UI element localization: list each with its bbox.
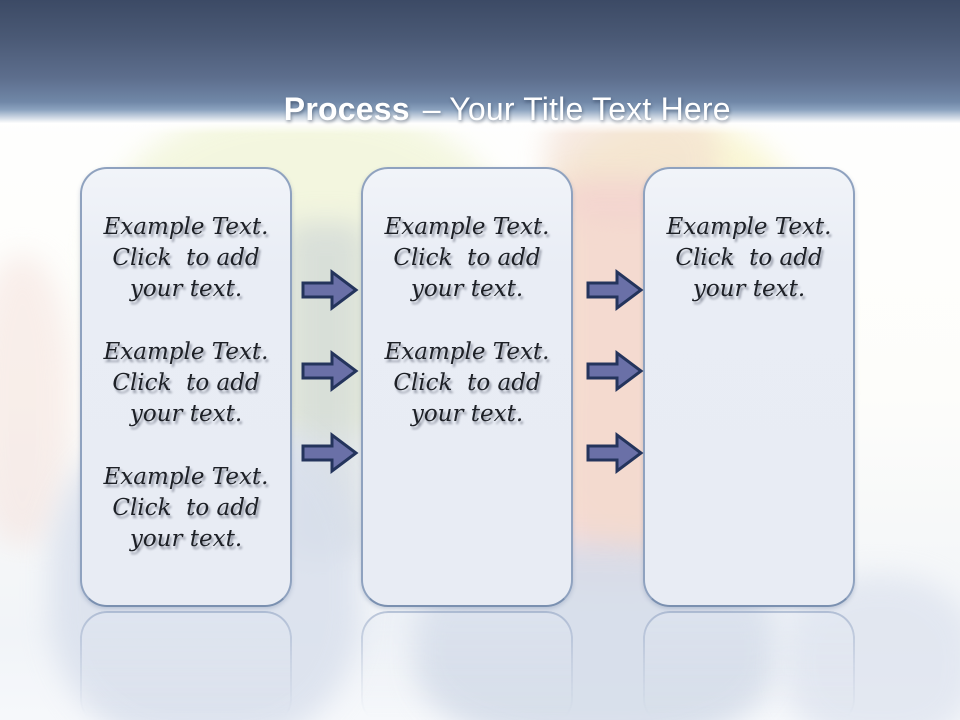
arrow-right-icon bbox=[586, 432, 644, 474]
background-photo-arm bbox=[0, 255, 70, 545]
slide-header-band: Process – Your Title Text Here bbox=[0, 0, 960, 134]
arrow-right-icon bbox=[586, 269, 644, 311]
box-reflection bbox=[643, 611, 855, 720]
slide-title-rest: – Your Title Text Here bbox=[422, 91, 731, 127]
placeholder-text[interactable]: Example Text. Click to add your text. bbox=[384, 214, 550, 302]
box-reflection bbox=[80, 611, 292, 720]
process-box-1-content: Example Text. Click to add your text. Ex… bbox=[82, 169, 290, 555]
placeholder-text[interactable]: Example Text. Click to add your text. bbox=[103, 214, 269, 302]
process-box-3[interactable]: Example Text. Click to add your text. bbox=[643, 167, 855, 607]
arrow-right-icon bbox=[301, 432, 359, 474]
slide-title[interactable]: Process – Your Title Text Here bbox=[0, 52, 960, 166]
process-box-3-content: Example Text. Click to add your text. bbox=[645, 169, 853, 305]
process-box-2[interactable]: Example Text. Click to add your text. Ex… bbox=[361, 167, 573, 607]
box-reflection bbox=[361, 611, 573, 720]
process-box-2-content: Example Text. Click to add your text. Ex… bbox=[363, 169, 571, 430]
placeholder-text[interactable]: Example Text. Click to add your text. bbox=[666, 214, 832, 302]
arrow-right-icon bbox=[301, 350, 359, 392]
placeholder-text[interactable]: Example Text. Click to add your text. bbox=[103, 339, 269, 427]
placeholder-text[interactable]: Example Text. Click to add your text. bbox=[384, 339, 550, 427]
slide-title-emphasis: Process bbox=[283, 91, 410, 127]
arrow-right-icon bbox=[301, 269, 359, 311]
placeholder-text[interactable]: Example Text. Click to add your text. bbox=[103, 464, 269, 552]
arrow-right-icon bbox=[586, 350, 644, 392]
process-box-1[interactable]: Example Text. Click to add your text. Ex… bbox=[80, 167, 292, 607]
